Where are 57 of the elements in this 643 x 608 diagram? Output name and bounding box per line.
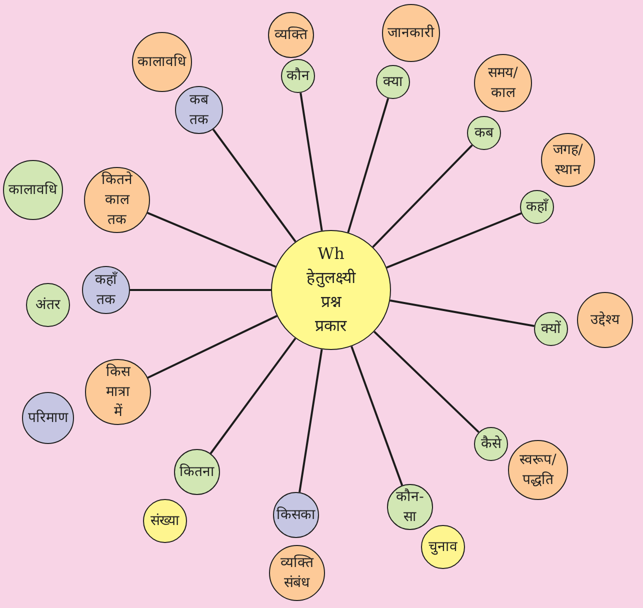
bubble-text: कौन [286,66,310,86]
bubble-text: कब [474,124,494,143]
bubble-text: जानकारी [388,24,434,43]
connector-line [372,144,473,248]
bubble-text: कौन-सा [396,488,424,527]
question-bubble [534,312,568,346]
bubble-text: क्या [383,72,403,92]
bubble-text: समय/ काल [488,64,518,103]
bubble-text: क्यों [541,320,561,339]
connector-line [390,299,534,328]
bubble-text: कितने काल तक [102,170,132,230]
question-bubble [474,427,508,461]
bubble-text: कहाँ [526,198,548,217]
bubble-text: कहाँ तक [95,270,117,310]
bubble-text: किस मात्रा में [106,362,130,422]
meaning-bubble [143,499,187,543]
meaning-bubble [421,525,465,569]
question-bubble [175,86,223,134]
meaning-bubble [268,12,314,58]
connector-line [347,98,390,233]
bubble-text: कालावधि [8,180,58,200]
meaning-bubble [22,392,74,444]
question-bubble [174,449,220,495]
bubble-text: उद्देश्य [590,310,620,330]
bubble-text: कब तक [190,90,208,130]
question-bubble [520,190,554,224]
bubble-text: स्वरूप/ पद्धति [520,450,556,490]
bubble-text: संख्या [150,512,180,531]
question-bubble [273,492,319,538]
question-bubble [376,65,410,99]
connector-line [386,212,522,268]
question-bubble [281,59,315,93]
connector-line [147,315,278,379]
bubble-text: अंतर [36,296,60,315]
bubble-text: कितना [180,462,214,482]
question-bubble [387,484,433,530]
connector-line [350,346,404,486]
connector-line [374,330,480,433]
bubble-text: परिमाण [28,408,68,428]
connector-line [210,338,296,454]
bubble-text: किसका [276,506,316,525]
connector-line [130,289,271,291]
connector-line [300,92,323,231]
meaning-bubble [26,283,70,327]
meaning-bubble [541,133,595,187]
connector-line [147,212,276,268]
bubble-text: जगह/ स्थान [553,140,583,180]
bubble-text: कैसे [481,434,501,454]
bubble-text: कालावधि [138,52,186,72]
bubble-text: चुनाव [428,538,458,557]
connector-line [212,128,296,242]
question-bubble [82,266,130,314]
bubble-text: Wh हेतुलक्ष्यी प्रश्न प्रकार [306,243,356,337]
bubble-text: व्यक्ति [274,26,308,45]
question-bubble [467,116,501,150]
connector-line [298,349,323,492]
bubble-text: व्यक्ति संबंध [280,554,314,593]
